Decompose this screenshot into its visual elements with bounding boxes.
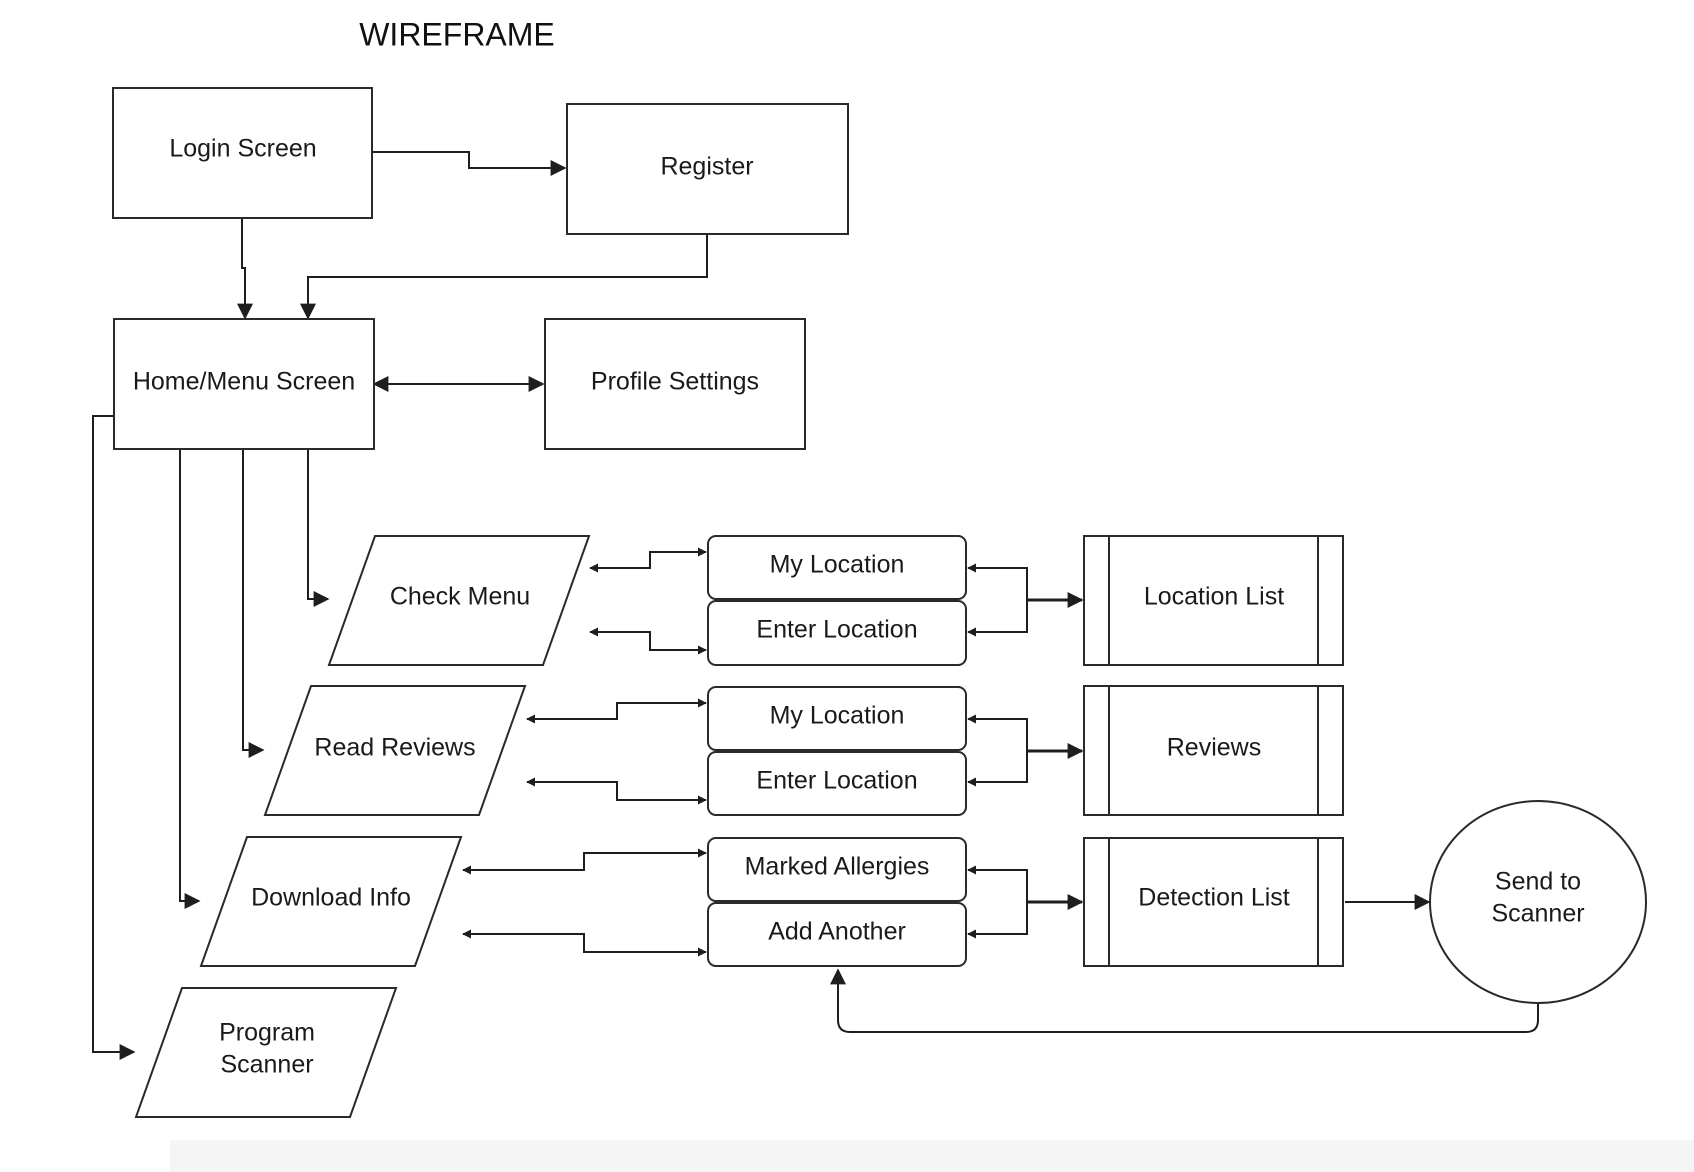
program-scanner-node: Program Scanner xyxy=(134,987,398,1118)
detection-list-node: Detection List xyxy=(1083,837,1344,967)
add-another-node: Add Another xyxy=(707,902,967,967)
reviews-node: Reviews xyxy=(1083,685,1344,816)
my-location-2-node: My Location xyxy=(707,686,967,751)
edge-send-to-scanner-add-another xyxy=(830,968,1539,1033)
program-scanner-label-line-2: Scanner xyxy=(220,1051,313,1079)
detection-list-label: Detection List xyxy=(1138,884,1290,912)
download-info-node: Download Info xyxy=(199,836,463,967)
edge-login-home xyxy=(237,218,253,320)
check-menu-node: Check Menu xyxy=(327,535,591,666)
edge-my-location-reviews xyxy=(967,714,1028,787)
enter-location-1-node: Enter Location xyxy=(707,600,967,666)
check-menu-label: Check Menu xyxy=(390,583,530,611)
send-to-scanner-label-line-1: Send to xyxy=(1495,868,1581,896)
edge-home-check-menu xyxy=(307,449,330,607)
edge-marked-allergies-detection-list xyxy=(967,865,1028,939)
location-list-node: Location List xyxy=(1083,535,1344,666)
send-to-scanner-node: Send to Scanner xyxy=(1429,800,1647,1004)
reviews-label: Reviews xyxy=(1167,734,1261,762)
read-reviews-label: Read Reviews xyxy=(314,734,475,762)
home-menu-screen-node: Home/Menu Screen xyxy=(113,318,375,450)
download-info-label: Download Info xyxy=(251,884,411,912)
my-location-1-node: My Location xyxy=(707,535,967,600)
enter-location-2-label: Enter Location xyxy=(756,767,917,795)
edge-register-home xyxy=(300,234,708,320)
edge-home-program-scanner xyxy=(92,415,136,1060)
bottom-band xyxy=(170,1140,1694,1172)
edge-login-register xyxy=(372,151,567,176)
edge-my-location-location-list xyxy=(967,563,1028,637)
enter-location-2-node: Enter Location xyxy=(707,751,967,816)
edge-read-reviews-enter-location xyxy=(526,777,707,805)
my-location-2-label: My Location xyxy=(770,702,905,730)
enter-location-1-label: Enter Location xyxy=(756,616,917,644)
add-another-label: Add Another xyxy=(768,918,906,946)
profile-settings-label: Profile Settings xyxy=(591,368,759,396)
send-to-scanner-label-line-2: Scanner xyxy=(1491,900,1584,928)
edge-download-info-add-another xyxy=(462,929,707,957)
diagram-title: WIREFRAME xyxy=(359,16,555,52)
home-menu-screen-label: Home/Menu Screen xyxy=(133,368,355,396)
edge-check-menu-enter-location xyxy=(589,627,707,655)
program-scanner-label-line-1: Program xyxy=(219,1019,315,1047)
edge-download-info-marked-allergies xyxy=(462,848,707,875)
login-screen-label: Login Screen xyxy=(169,135,316,163)
register-label: Register xyxy=(660,153,753,181)
edge-home-download-info xyxy=(179,449,201,909)
marked-allergies-node: Marked Allergies xyxy=(707,837,967,902)
register-node: Register xyxy=(566,103,849,235)
edge-home-read-reviews xyxy=(242,449,265,758)
location-list-label: Location List xyxy=(1144,583,1284,611)
edge-read-reviews-my-location xyxy=(526,698,707,724)
edge-check-menu-my-location xyxy=(589,547,707,573)
login-screen-node: Login Screen xyxy=(112,87,373,219)
connectors xyxy=(92,151,1539,1060)
marked-allergies-label: Marked Allergies xyxy=(745,853,930,881)
profile-settings-node: Profile Settings xyxy=(544,318,806,450)
my-location-1-label: My Location xyxy=(770,551,905,579)
read-reviews-node: Read Reviews xyxy=(263,685,527,816)
